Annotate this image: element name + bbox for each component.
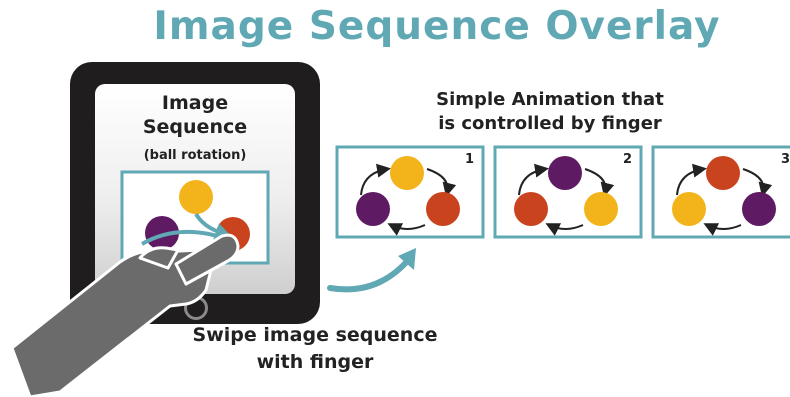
- frame-number: 1: [465, 152, 474, 167]
- animation-heading-line2: is controlled by finger: [438, 113, 662, 134]
- frame-number: 3: [781, 152, 790, 167]
- screen-label-line1: Image: [161, 92, 229, 114]
- screen-label-line3: (ball rotation): [143, 148, 247, 163]
- rotation-arrow: [518, 163, 549, 196]
- animation-frame: 3: [651, 145, 790, 239]
- rotation-arrow: [387, 223, 426, 236]
- rotation-arrow: [703, 223, 742, 236]
- flow-arrow-head: [398, 248, 416, 270]
- screen-label-line2: Sequence: [142, 116, 248, 138]
- frame-sequence: 1 2 3: [335, 145, 790, 239]
- animation-frame: 2: [493, 145, 643, 239]
- ball-right: [742, 192, 776, 226]
- ball-left: [672, 192, 706, 226]
- swipe-caption-line1: Swipe image sequence: [192, 324, 438, 346]
- rotation-arrow: [584, 168, 615, 197]
- rotation-arrow: [426, 168, 457, 197]
- ball-right: [584, 192, 618, 226]
- tablet-ball-left: [145, 216, 179, 250]
- hand-illustration: [10, 233, 240, 397]
- frame-number: 2: [623, 152, 632, 167]
- animation-heading: Simple Animation that is controlled by f…: [380, 88, 720, 136]
- swipe-caption-line2: with finger: [256, 351, 374, 373]
- ball-top: [548, 156, 582, 190]
- rotation-arrow: [742, 168, 773, 197]
- animation-frame: 1: [335, 145, 485, 239]
- rotation-arrow: [360, 163, 391, 196]
- rotation-arrow: [676, 163, 707, 196]
- flow-arrow: [327, 255, 413, 293]
- ball-right: [426, 192, 460, 226]
- ball-left: [514, 192, 548, 226]
- page-title: Image Sequence Overlay: [153, 4, 721, 49]
- ball-top: [390, 156, 424, 190]
- hand-thumb: [138, 246, 180, 270]
- ball-left: [356, 192, 390, 226]
- animation-heading-line1: Simple Animation that: [436, 89, 664, 110]
- swipe-caption: Swipe image sequence with finger: [120, 322, 510, 376]
- rotation-arrow: [545, 223, 584, 236]
- ball-top: [706, 156, 740, 190]
- tablet-ball-top: [179, 180, 213, 214]
- hand-index-finger: [174, 233, 240, 286]
